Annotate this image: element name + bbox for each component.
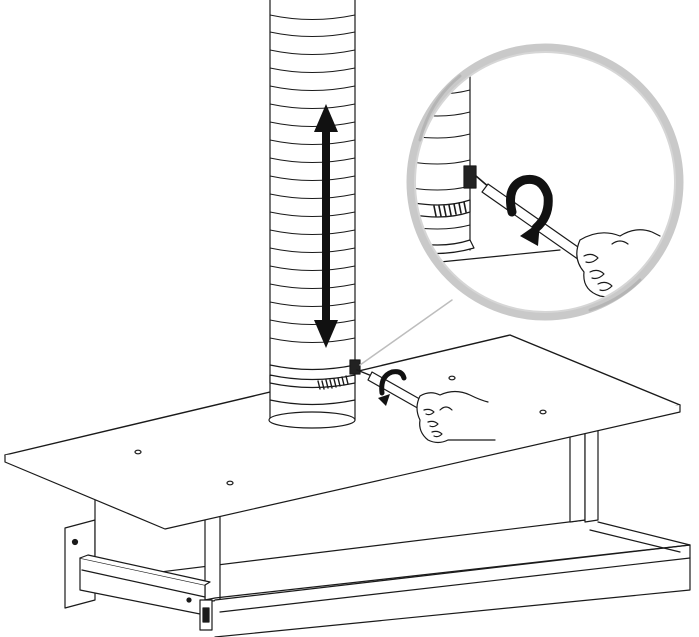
plate-hole bbox=[539, 409, 547, 415]
double-arrow-icon bbox=[314, 104, 338, 348]
plate-hole bbox=[448, 375, 456, 381]
plate-hole bbox=[226, 480, 234, 486]
zoom-detail-circle bbox=[406, 43, 684, 321]
plate-hole bbox=[134, 449, 142, 455]
hand-icon bbox=[416, 390, 496, 444]
rotation-arrow-icon bbox=[378, 369, 407, 406]
mounting-plate bbox=[4, 334, 681, 530]
flexible-duct bbox=[268, 0, 356, 429]
hood-frame bbox=[64, 417, 691, 637]
hose-clamp-icon bbox=[269, 359, 361, 390]
zoom-leader-line bbox=[359, 299, 453, 366]
